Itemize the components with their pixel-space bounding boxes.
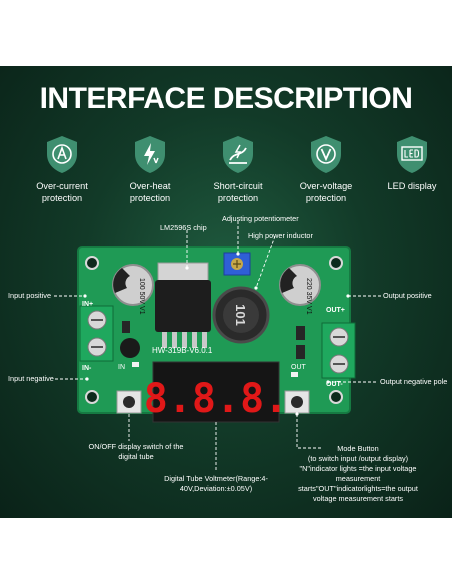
feature-label: Over-voltage protection: [299, 181, 353, 203]
mount-hole: [329, 256, 343, 270]
feature-label: LED display: [387, 181, 437, 191]
mount-hole: [85, 390, 99, 404]
feature-led-display: LED display: [374, 134, 450, 192]
digital-tube-display: [152, 361, 280, 423]
mount-hole: [85, 256, 99, 270]
led-display-icon: [397, 136, 427, 173]
label-input-positive: Input positive: [8, 291, 51, 300]
label-mode-button: Mode Button (to switch input /output dis…: [296, 444, 420, 504]
diode: [120, 338, 140, 358]
lm2596-chip: [155, 280, 211, 332]
feature-over-current: Over-current protection: [24, 134, 100, 204]
mode-button-description: (to switch input /output display) "N"ind…: [298, 454, 418, 503]
label-adjusting-potentiometer: Adjusting potentiometer: [222, 214, 299, 223]
silk-out-minus: OUT-: [326, 381, 343, 388]
feature-over-heat: Over-heat protection: [112, 134, 188, 204]
feature-label: Over-current protection: [36, 181, 88, 203]
silk-in-plus: IN+: [82, 301, 93, 308]
silk-in: IN: [118, 364, 125, 371]
over-heat-icon: [135, 136, 165, 173]
label-output-negative: Output negative pole: [380, 377, 448, 386]
silk-out-plus: OUT+: [326, 307, 345, 314]
pcb-board: 100 50V V1 101 220 35V V1: [77, 246, 356, 423]
feature-label: Short-circuit protection: [213, 181, 263, 203]
feature-label: Over-heat protection: [129, 181, 171, 203]
page-title: INTERFACE DESCRIPTION: [39, 82, 413, 115]
silk-model: HW-319B-V6.0.1: [152, 346, 213, 355]
label-chip: LM2596S chip: [160, 223, 207, 232]
out-indicator-led: [291, 372, 298, 377]
mount-hole: [329, 390, 343, 404]
feature-short-circuit: Short-circuit protection: [200, 134, 276, 204]
silk-out: OUT: [291, 364, 307, 371]
over-current-icon: [47, 136, 77, 173]
digital-tube-digits: 8.8.8.: [144, 376, 289, 422]
over-voltage-icon: [311, 136, 341, 173]
label-onoff-switch: ON/OFF display switch of the digital tub…: [88, 442, 184, 461]
in-indicator-led: [132, 362, 139, 367]
annotation-leaders: [54, 221, 381, 471]
feature-over-voltage: Over-voltage protection: [288, 134, 364, 204]
label-output-positive: Output positive: [383, 291, 432, 300]
inductor-label: 101: [233, 304, 248, 326]
label-digital-tube: Digital Tube Voltmeter(Range:4-40V,Devia…: [164, 474, 268, 493]
capacitor-right-label: 220 35V V1: [305, 278, 312, 315]
capacitor-left-label: 100 50V V1: [138, 278, 145, 315]
infographic-panel: INTERFACE DESCRIPTION Over-current prote…: [0, 66, 452, 518]
label-inductor: High power inductor: [248, 231, 313, 240]
silk-in-minus: IN-: [82, 365, 92, 372]
short-circuit-icon: [223, 136, 253, 173]
mode-button-title: Mode Button: [337, 444, 379, 453]
label-input-negative: Input negative: [8, 374, 54, 383]
